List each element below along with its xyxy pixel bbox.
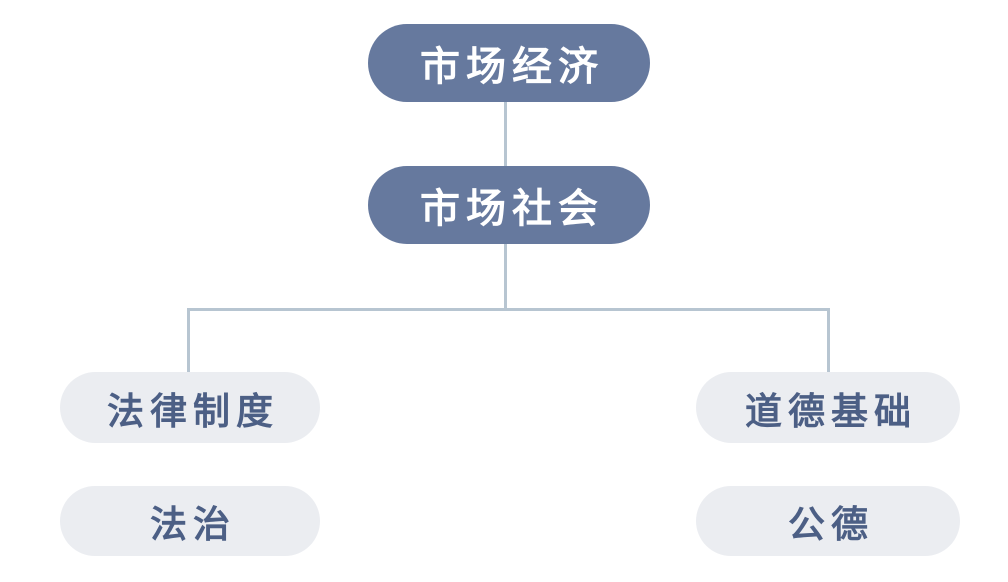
node-market-economy: 市场经济 [368,24,650,102]
node-legal-system: 法律制度 [60,372,320,443]
connector-society-stem [504,242,507,310]
connector-branch-horizontal [187,308,830,311]
connector-economy-to-society [504,100,507,168]
node-rule-of-law: 法治 [60,486,320,556]
connector-branch-left-drop [187,308,190,374]
connector-branch-right-drop [827,308,830,374]
node-public-morality: 公德 [696,486,960,556]
node-moral-foundation: 道德基础 [696,372,960,443]
node-market-society: 市场社会 [368,166,650,244]
